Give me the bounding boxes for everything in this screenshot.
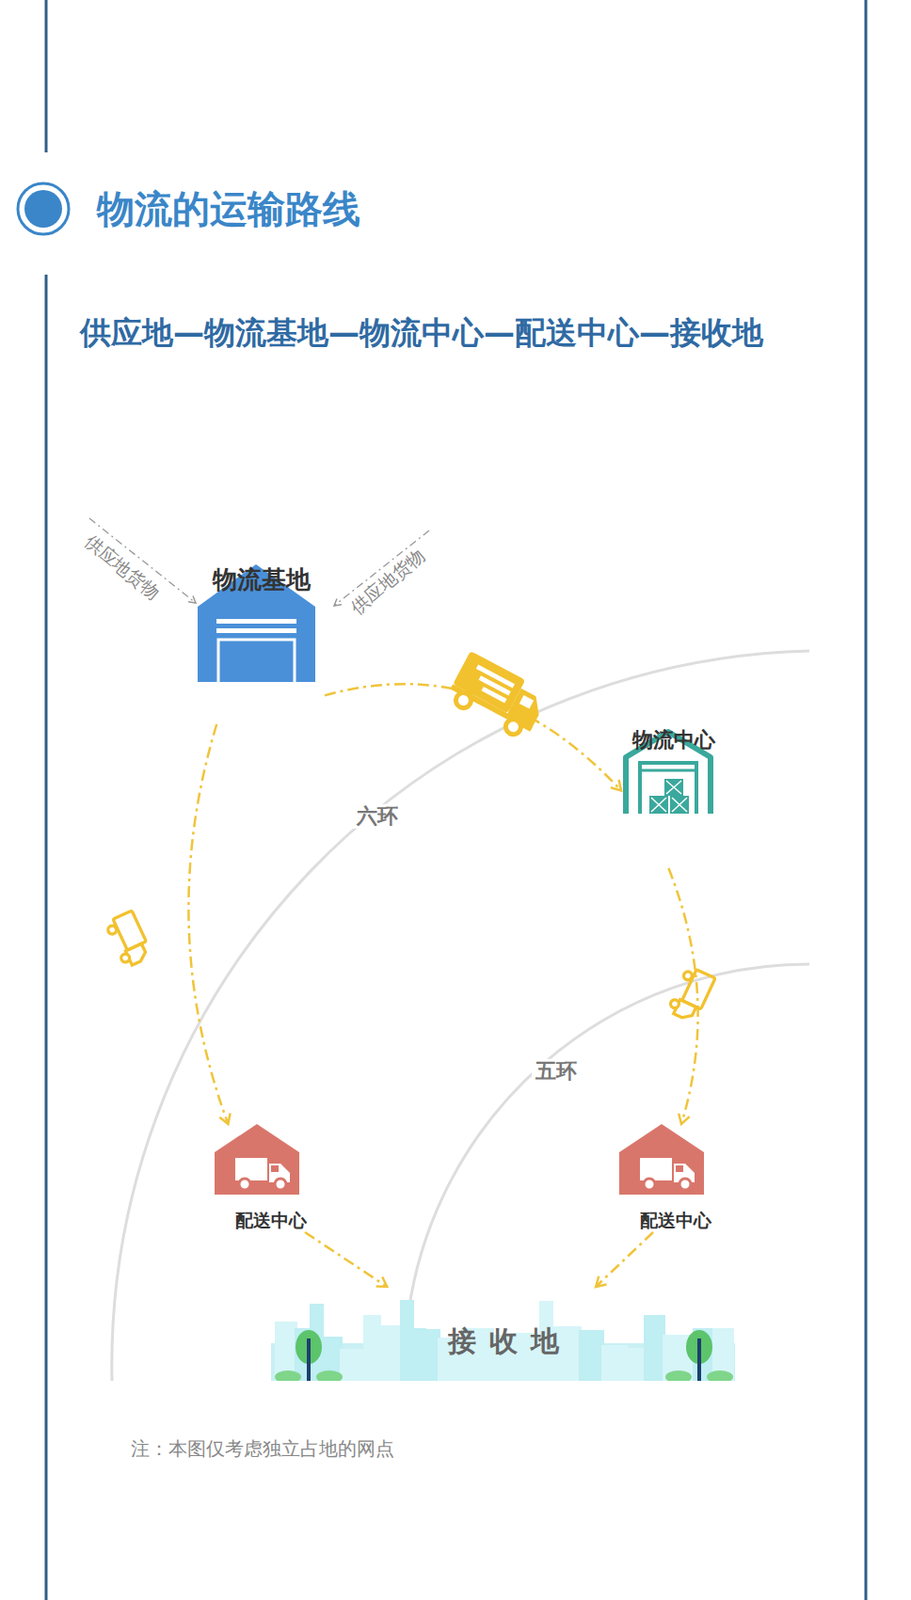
ring-label: 五环 (531, 1059, 581, 1085)
border-line (864, 0, 868, 1600)
facility-node: 配送中心 (619, 1124, 733, 1233)
receiving-area: 接收地 (271, 1287, 736, 1382)
facility-node: 物流基地 (197, 564, 325, 725)
node-text-wrap: 物流中心 (621, 727, 727, 754)
node-text-wrap: 配送中心 (619, 1210, 733, 1233)
route-arrow (595, 1232, 654, 1288)
border-line (45, 0, 48, 153)
node-label: 配送中心 (235, 1210, 307, 1233)
border-line (45, 274, 48, 1600)
truck-icon (104, 911, 153, 969)
node-label: 接收地 (434, 1324, 573, 1360)
ring-label: 六环 (352, 804, 402, 830)
title-bullet (24, 190, 63, 228)
node-label: 配送中心 (639, 1210, 712, 1233)
route-arrow (304, 1232, 387, 1288)
facility-node: 物流中心 (621, 727, 727, 869)
ring-road (111, 651, 810, 1382)
supply-label: 供应地货物 (80, 530, 163, 606)
title-bullet (17, 183, 69, 235)
note: 注：本图仅考虑独立占地的网点 (130, 1438, 395, 1461)
route-arrow (324, 684, 622, 791)
ring-road (408, 964, 810, 1313)
distribution-icon (619, 1124, 704, 1196)
truck-icon (667, 966, 716, 1024)
node-text-wrap: 配送中心 (214, 1210, 328, 1233)
node-text-wrap: 接收地 (271, 1324, 736, 1360)
title: 物流的运输路线 (96, 188, 361, 230)
node-label: 物流中心 (632, 727, 716, 754)
route-arrow (188, 724, 228, 1125)
distribution-icon (214, 1124, 300, 1196)
supply-label: 供应地货物 (346, 544, 429, 620)
truck-icon (445, 651, 551, 742)
route-subtitle: 供应地—物流基地—物流中心—配送中心—接收地 (79, 314, 764, 352)
node-text-wrap: 物流基地 (197, 564, 325, 596)
facility-node: 配送中心 (214, 1124, 328, 1233)
node-label: 物流基地 (212, 564, 311, 596)
